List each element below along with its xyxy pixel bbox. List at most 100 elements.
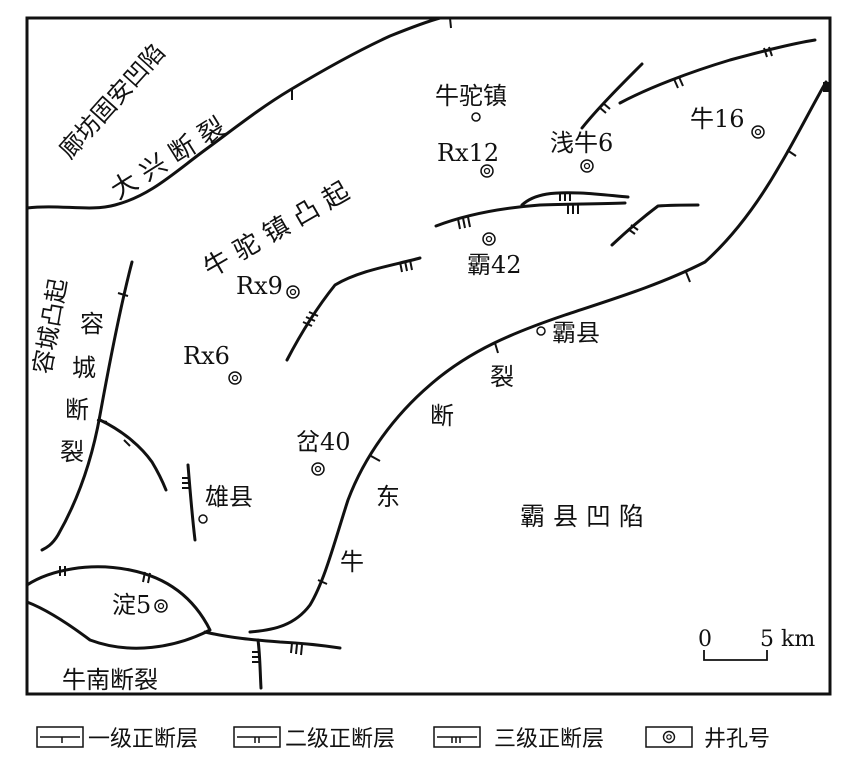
fault-tick [449, 17, 452, 29]
fault-tick [457, 218, 461, 230]
legend-item-level-1: 一级正断层 [36, 726, 198, 752]
well-dian5: 淀5 [112, 591, 168, 619]
well-icon [286, 285, 300, 299]
fault-tick [404, 260, 408, 272]
fault-tick [123, 439, 131, 447]
fault-tick [409, 259, 413, 271]
scale-end-label: 5 km [760, 627, 815, 652]
legend-item-well: 井孔号 [645, 726, 770, 752]
well-label: 岔40 [296, 428, 351, 456]
fault-tick [598, 106, 607, 114]
well-ba42: 霸42 [467, 232, 522, 279]
fault-tick [117, 292, 129, 297]
niudong-fault-char: 裂 [490, 363, 514, 391]
map-frame [25, 16, 832, 696]
fault-tick [673, 78, 679, 89]
well-label: 浅牛6 [550, 129, 613, 157]
rongcheng-fault-char: 裂 [60, 438, 84, 466]
well-rx6: Rx6 [183, 342, 242, 385]
fault-level-2-icon [233, 726, 281, 748]
niudong-fault-char: 东 [376, 483, 400, 511]
fault-tick [678, 76, 684, 87]
town-niutuozhen: 牛驼镇 [435, 82, 507, 122]
rongcheng-fault-char: 断 [65, 396, 89, 424]
town-label: 雄县 [205, 483, 253, 511]
well-rx12: Rx12 [437, 139, 499, 178]
fault-tick [763, 47, 768, 58]
fault-level-1-icon [36, 726, 84, 748]
rx9-fault-line [285, 256, 422, 362]
well-qianniu6: 浅牛6 [550, 129, 613, 173]
niutuozhen-uplift-label: 牛 驼 镇 凸 起 [199, 177, 355, 285]
legend-item-level-2: 二级正断层 [233, 726, 395, 752]
legend-item-level-3: 三级正断层 [433, 726, 604, 752]
ba42-fault-line [434, 201, 627, 228]
fault-tick [295, 643, 298, 655]
well-rx9: Rx9 [236, 272, 300, 300]
town-marker-icon [471, 112, 481, 122]
fault-tick [786, 149, 797, 157]
fault-tick [685, 271, 691, 283]
daxing-fault-line [25, 16, 442, 210]
fault-tick [142, 571, 146, 583]
legend-label: 井孔号 [704, 727, 770, 752]
fault-tick [317, 579, 328, 585]
scale-bar: 0 5 km [698, 627, 815, 661]
fault-tick [627, 228, 636, 235]
well-label: Rx12 [437, 139, 499, 167]
well-icon [154, 599, 168, 613]
rongcheng-fault-char: 容 [80, 310, 104, 338]
qianniu6-fault-west [580, 62, 644, 130]
well-icon [228, 371, 242, 385]
legend-label: 三级正断层 [494, 727, 604, 752]
legend-label: 二级正断层 [285, 727, 395, 752]
town-xiongxian: 雄县 [198, 483, 253, 524]
fault-tick [147, 572, 151, 584]
niunan-fault-line [25, 565, 212, 650]
niudong-fault-label: 裂 断 东 牛 [340, 363, 514, 576]
town-marker-icon [536, 326, 546, 336]
niudong-fault-char: 断 [430, 402, 454, 430]
rongcheng-fault-line [40, 260, 134, 552]
legend: 一级正断层 二级正断层 三级正断层 [36, 726, 770, 752]
well-label: Rx6 [183, 342, 230, 370]
fault-tick [308, 311, 319, 317]
fault-tick [462, 217, 466, 229]
niunan-fault-label: 牛南断裂 [62, 666, 158, 694]
well-icon [482, 232, 496, 246]
fault-tick [399, 261, 403, 273]
fault-tick [302, 321, 313, 327]
niudong-fault-line [248, 80, 828, 634]
fault-tick [300, 644, 303, 656]
town-marker-icon [198, 514, 208, 524]
fault-tick [467, 216, 471, 228]
xiongxian-fault-line [186, 463, 197, 542]
niudong-fault-char: 牛 [340, 548, 364, 576]
well-label: 淀5 [112, 591, 151, 619]
baxian-depression-label: 霸 县 凹 陷 [520, 502, 644, 531]
town-baxian: 霸县 [536, 319, 600, 347]
scale-bar-line [703, 650, 768, 661]
east-small-fault [610, 203, 700, 247]
well-niu16: 牛16 [690, 105, 765, 139]
legend-label: 一级正断层 [88, 727, 198, 752]
daxing-fault-label: 大 兴 断 裂 [106, 112, 231, 206]
well-icon [480, 164, 494, 178]
langfang-depression-label: 廊坊固安凹陷 [54, 38, 171, 164]
rongcheng-uplift-label: 容城凸起 [28, 277, 72, 376]
rongcheng-fault-label: 容 城 断 裂 [60, 310, 104, 466]
well-label: 霸42 [467, 251, 522, 279]
fault-tick [127, 436, 135, 444]
well-icon [311, 462, 325, 476]
well-label: Rx9 [236, 272, 283, 300]
fault-level-3-icon [433, 726, 481, 748]
rongcheng-fault-char: 城 [72, 354, 96, 382]
rongcheng-branch-fault [98, 418, 168, 492]
well-icon [645, 726, 693, 748]
town-label: 牛驼镇 [435, 82, 507, 110]
fault-tick [290, 642, 293, 654]
well-icon [580, 159, 594, 173]
fault-tick [494, 342, 499, 354]
fault-tick [602, 102, 611, 110]
